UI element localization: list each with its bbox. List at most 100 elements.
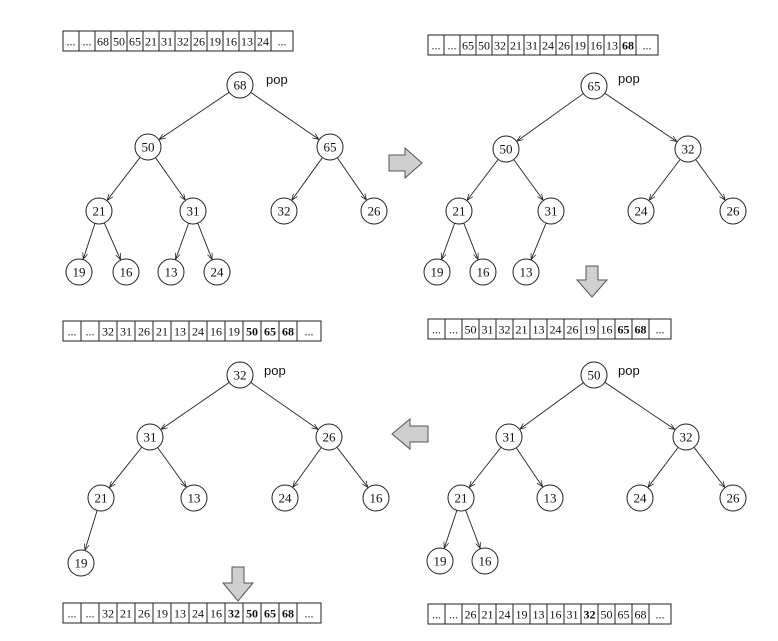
- tree-node-value: 31: [144, 430, 157, 445]
- tree-node: [157, 258, 185, 286]
- tree-node: [226, 71, 254, 99]
- tree-edge: [108, 157, 141, 200]
- tree-edge: [162, 382, 230, 429]
- array-cell: [648, 318, 672, 340]
- tree-node-value: 26: [368, 204, 382, 219]
- tree-node: [537, 197, 565, 225]
- pop-label: pop: [618, 363, 640, 378]
- tree-node: [495, 423, 523, 451]
- tree-node: [674, 135, 702, 163]
- array-cell-value: 32: [228, 607, 240, 621]
- tree-edge: [176, 223, 190, 259]
- tree-node: [492, 135, 520, 163]
- array-cell-value: 50: [478, 39, 490, 53]
- tree-node: [226, 361, 254, 389]
- tree-node: [65, 258, 93, 286]
- array-cell-value: 16: [210, 607, 222, 621]
- array-cell-value: ...: [432, 608, 441, 622]
- tree-node: [719, 484, 747, 512]
- array-cell-value: 31: [120, 325, 132, 339]
- array-cell-value: 24: [257, 35, 269, 49]
- tree-node-value: 21: [95, 491, 108, 506]
- tree-node: [423, 258, 451, 286]
- tree-edge: [83, 223, 96, 258]
- tree-node-value: 31: [187, 204, 200, 219]
- tree-node-value: 13: [165, 265, 178, 280]
- tree-node-value: 16: [370, 491, 384, 506]
- tree-node: [627, 197, 655, 225]
- step-arrow-down-icon: [221, 566, 255, 602]
- tree-node: [469, 258, 497, 286]
- tree-edge: [470, 446, 502, 487]
- array-cell-value: 21: [482, 608, 494, 622]
- array-cell: [270, 30, 294, 52]
- array-cell-value: 26: [558, 39, 570, 53]
- array-cell-value: 13: [533, 608, 545, 622]
- array-cell-value: 26: [193, 35, 205, 49]
- tree-node-value: 31: [545, 204, 558, 219]
- step-arrow-down-icon: [575, 265, 609, 298]
- tree-edge: [336, 157, 366, 200]
- array-cell-value: 13: [174, 607, 186, 621]
- tree-node-value: 24: [634, 491, 648, 506]
- pop-label: pop: [264, 363, 286, 378]
- array-cell-value: 19: [574, 39, 586, 53]
- array-cell-value: 50: [465, 323, 477, 337]
- tree-node-value: 31: [503, 430, 516, 445]
- tree-node-value: 16: [477, 265, 491, 280]
- tree-node-value: 13: [544, 491, 557, 506]
- array-cell-value: ...: [449, 608, 458, 622]
- array-cell-value: 65: [264, 325, 276, 339]
- array-cell-value: ...: [67, 35, 76, 49]
- array-cell-value: 32: [499, 323, 511, 337]
- tree-node-value: 16: [120, 265, 134, 280]
- array-cell-value: ...: [432, 323, 441, 337]
- tree-node-value: 32: [682, 142, 695, 157]
- tree-node-value: 68: [234, 78, 247, 93]
- tree-edge: [520, 382, 584, 429]
- tree-edge: [85, 510, 98, 549]
- array-cell-value: ...: [432, 39, 441, 53]
- tree-edge: [463, 222, 478, 259]
- tree-edge: [648, 447, 679, 486]
- array-cell-value: 16: [590, 39, 602, 53]
- pop-label: pop: [266, 72, 288, 87]
- tree-edge: [336, 447, 368, 487]
- tree-node-value: 24: [211, 265, 225, 280]
- array-cell-value: 24: [550, 323, 562, 337]
- array-cell-value: ...: [448, 39, 457, 53]
- tree-node-value: 26: [323, 430, 337, 445]
- tree-node: [362, 484, 390, 512]
- array-cell-value: 65: [618, 323, 630, 337]
- pop-label: pop: [618, 71, 640, 86]
- tree-node: [360, 197, 388, 225]
- array-cell-value: ...: [68, 325, 77, 339]
- tree-node: [270, 197, 298, 225]
- array-cell-value: 26: [567, 323, 579, 337]
- array-cell-value: 65: [129, 35, 141, 49]
- array-cell-value: 50: [246, 325, 258, 339]
- array-cell-value: ...: [86, 325, 95, 339]
- tree-node: [203, 258, 231, 286]
- array-cell-value: 24: [192, 325, 204, 339]
- array-cell-value: 26: [138, 325, 150, 339]
- step-arrows: [221, 146, 609, 602]
- array-cell-value: 31: [567, 608, 579, 622]
- tree-node: [471, 547, 499, 575]
- array-cell-value: 68: [282, 325, 294, 339]
- array-cell-value: 19: [584, 323, 596, 337]
- array-cell-value: 19: [516, 608, 528, 622]
- tree-node: [85, 197, 113, 225]
- tree-node: [315, 423, 343, 451]
- array-cell-value: 50: [246, 607, 258, 621]
- tree-node: [445, 197, 473, 225]
- array-cell-value: ...: [68, 607, 77, 621]
